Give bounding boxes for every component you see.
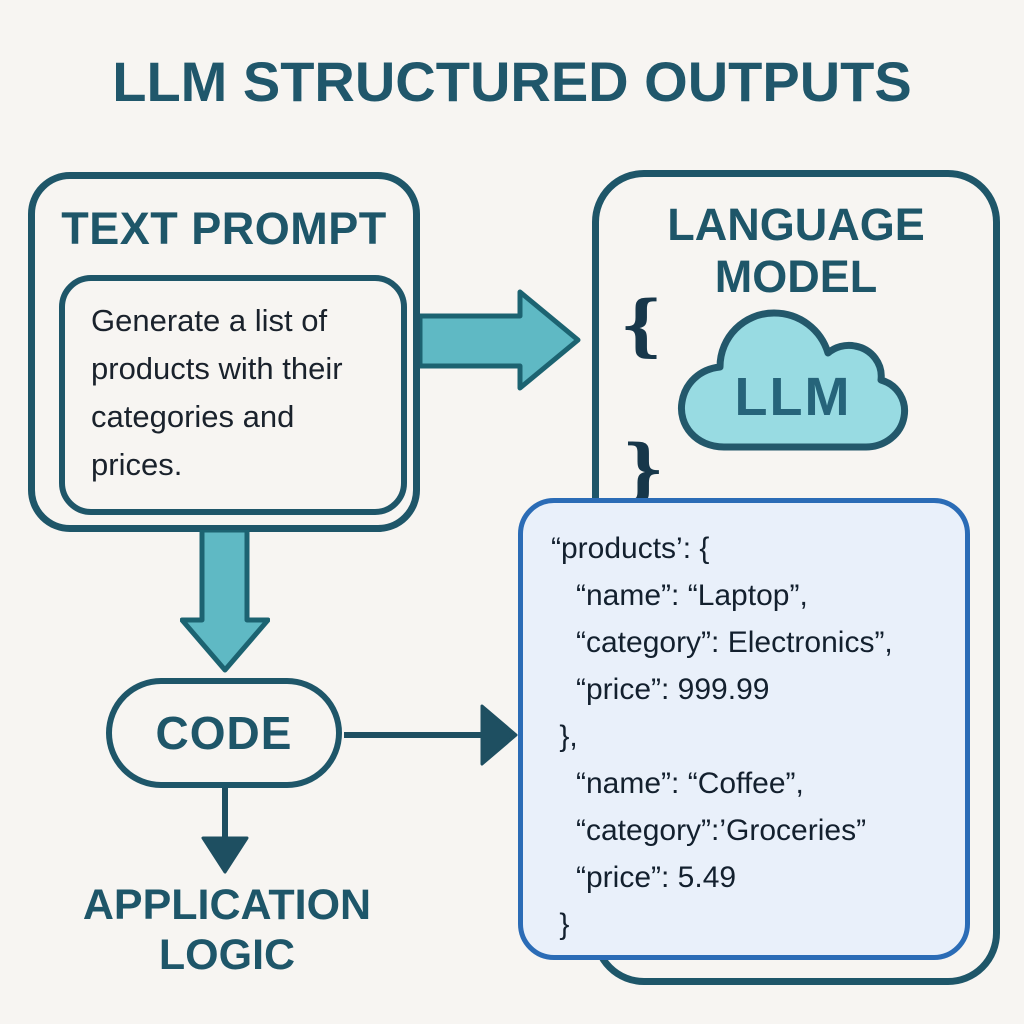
page-title: LLM STRUCTURED OUTPUTS [112, 50, 912, 113]
code-box: CODE [106, 678, 342, 788]
json-line: }, [551, 720, 578, 753]
text-prompt-heading: TEXT PROMPT [61, 203, 387, 254]
json-line: “price”: 5.49 [551, 861, 737, 894]
application-logic-label: APPLICATION LOGIC [82, 881, 372, 979]
thin-right-arrow-icon [344, 704, 518, 766]
open-brace: { [620, 286, 663, 364]
prompt-text-box: Generate a list of products with their c… [59, 275, 407, 515]
json-line: “name”: “Laptop”, [551, 579, 808, 612]
text-prompt-box: TEXT PROMPT Generate a list of products … [28, 172, 420, 532]
down-arrow-icon [180, 530, 270, 673]
json-line: “category”: Electronics”, [551, 626, 893, 659]
json-line: “products’: { [551, 532, 710, 565]
thin-down-arrow-icon [201, 788, 249, 874]
prompt-text: Generate a list of products with their c… [91, 303, 343, 482]
code-label: CODE [155, 707, 293, 759]
json-line: “price”: 999.99 [551, 673, 770, 706]
cloud-llm-label: LLM [735, 367, 852, 427]
language-model-heading: LANGUAGE MODEL [667, 199, 925, 302]
json-line: } [551, 908, 570, 941]
json-output-box: “products’: { “name”: “Laptop”, “categor… [518, 498, 970, 960]
json-line: “category”:’Groceries” [551, 814, 867, 847]
json-line: “name”: “Coffee”, [551, 767, 804, 800]
close-brace: } [622, 430, 665, 508]
cloud-llm-icon: LLM [677, 309, 909, 451]
right-arrow-icon [420, 289, 581, 391]
